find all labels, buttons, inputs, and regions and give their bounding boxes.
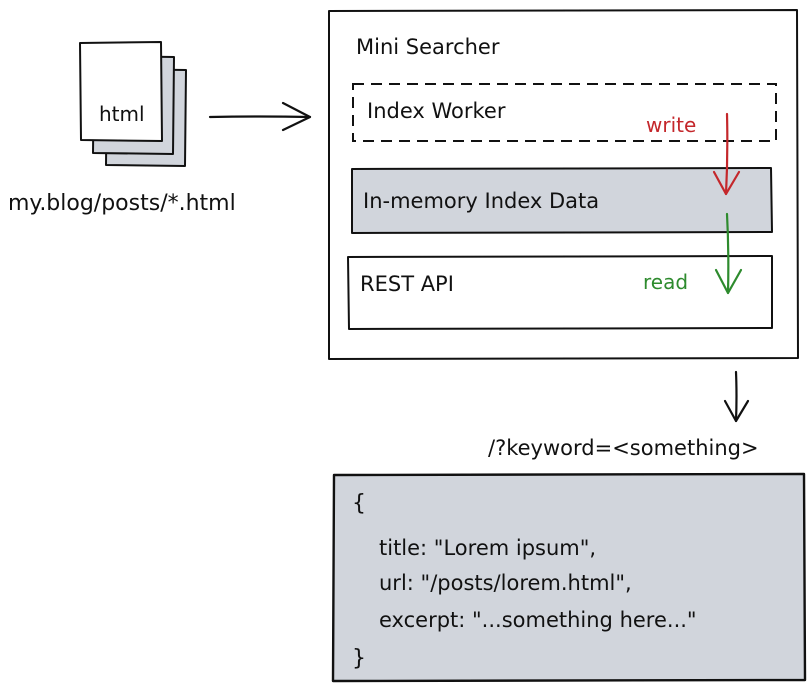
response-excerpt-line: excerpt: "...something here...": [379, 608, 697, 632]
write-arrow: [712, 112, 741, 196]
rest-api-label: REST API: [360, 272, 454, 296]
write-flow: write: [646, 112, 741, 196]
response-url-line: url: "/posts/lorem.html",: [379, 571, 632, 595]
service-title: Mini Searcher: [356, 35, 500, 59]
source-path-label: my.blog/posts/*.html: [8, 191, 236, 216]
read-label: read: [643, 270, 688, 294]
response-title-line: title: "Lorem ipsum",: [379, 536, 596, 560]
read-flow: read: [643, 212, 743, 295]
file-page-front: [79, 41, 163, 142]
ingest-arrow: [208, 101, 312, 132]
response-close-brace: }: [352, 646, 366, 671]
index-worker-label: Index Worker: [367, 99, 506, 123]
index-data-label: In-memory Index Data: [363, 189, 599, 213]
write-label: write: [646, 113, 696, 137]
index-worker-box: Index Worker: [352, 83, 777, 142]
file-type-label: html: [99, 102, 145, 126]
read-arrow: [714, 212, 743, 295]
html-file-stack: html: [79, 41, 187, 167]
response-open-brace: {: [352, 491, 366, 516]
query-arrow: [723, 370, 750, 423]
query-label: /?keyword=<something>: [488, 436, 759, 460]
rest-api-box: REST API: [347, 255, 773, 330]
response-box: { title: "Lorem ipsum", url: "/posts/lor…: [331, 472, 807, 683]
index-data-box: In-memory Index Data: [351, 167, 773, 234]
